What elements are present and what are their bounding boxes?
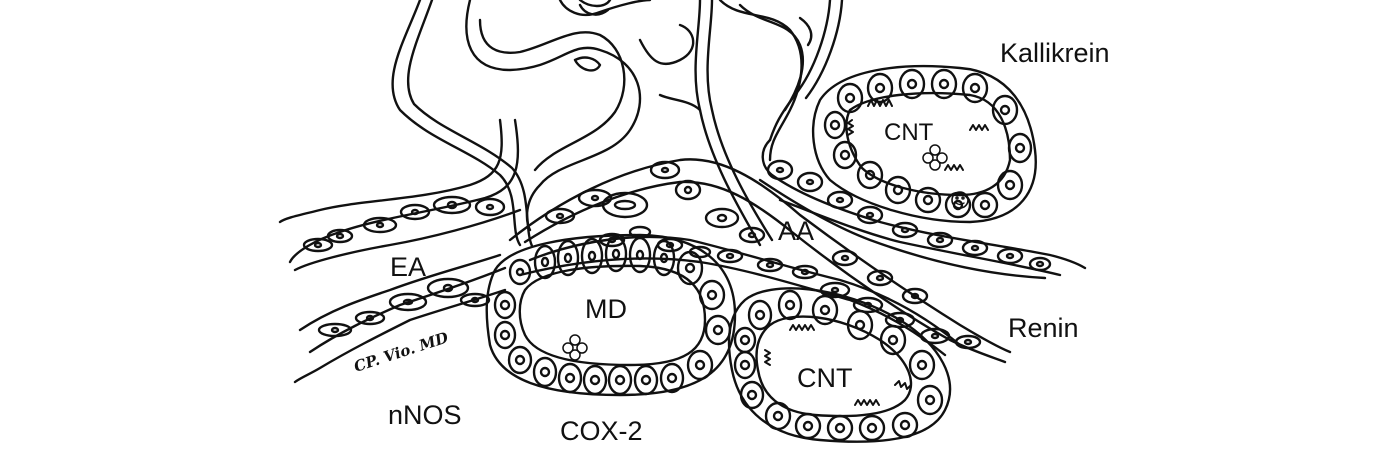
artist-signature: CP. Vio. MD (352, 328, 451, 375)
label-renin: Renin (1008, 313, 1079, 343)
efferent-arteriole-lower (293, 253, 507, 384)
label-kallikrein: Kallikrein (1000, 38, 1110, 68)
label-md: MD (585, 294, 627, 324)
label-cox2: COX-2 (560, 416, 643, 446)
label-aa: AA (778, 216, 814, 246)
glomerulus-tuft (391, 0, 844, 248)
connecting-tubule-top (811, 64, 1037, 224)
label-ea: EA (390, 252, 426, 282)
label-cnt-bottom: CNT (797, 363, 853, 393)
peritubular-vessel-right (758, 138, 1087, 280)
label-cnt-top: CNT (884, 119, 934, 146)
efferent-arteriole-upper (278, 118, 522, 272)
connecting-tubule-bottom (727, 287, 952, 443)
label-nnos: nNOS (388, 400, 462, 430)
macula-densa (485, 233, 737, 397)
